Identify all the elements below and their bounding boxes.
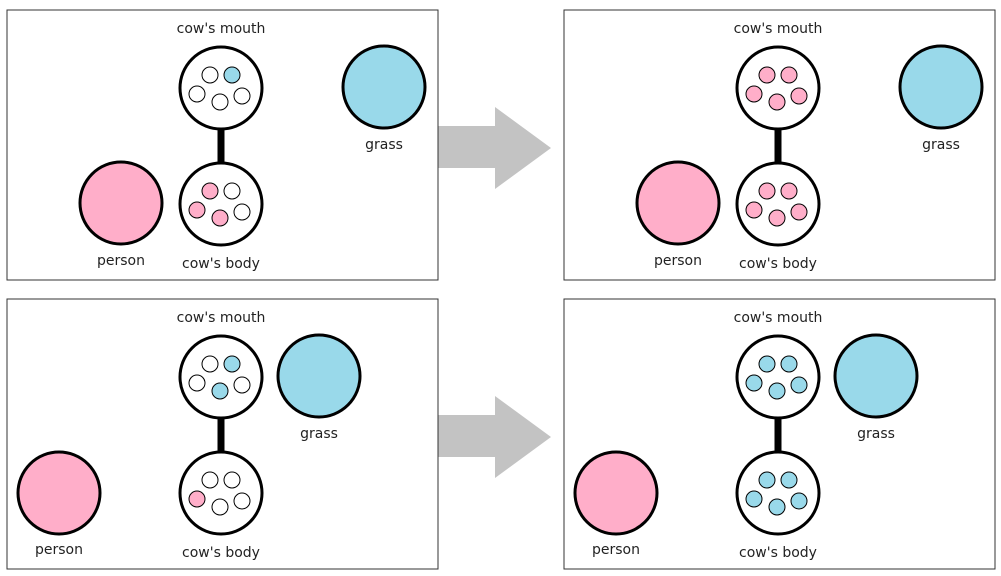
panel-top-before: cow's mouth cow's body grass person [6, 9, 439, 281]
mouth-label: cow's mouth [177, 21, 266, 37]
arrow-bottom [438, 396, 551, 478]
grass-circle [898, 44, 984, 130]
grass-circle [341, 44, 427, 130]
person-label: person [97, 253, 145, 269]
panel-bottom-before: cow's mouth cow's body grass person [6, 298, 439, 570]
person-circle [16, 450, 102, 536]
mouth-dots [188, 355, 251, 400]
grass-circle [276, 333, 362, 419]
person-circle [573, 450, 659, 536]
body-circle [178, 161, 264, 247]
particle-empty [201, 66, 219, 84]
body-label: cow's body [182, 545, 260, 561]
body-dots [188, 471, 251, 516]
mouth-circle [178, 45, 264, 131]
particle-person [790, 87, 808, 105]
particle-grass [768, 382, 786, 400]
particle-grass [790, 492, 808, 510]
body-dots [745, 471, 808, 516]
particle-person [780, 66, 798, 84]
particle-grass [223, 66, 241, 84]
person-label: person [654, 253, 702, 269]
grass-label: grass [300, 426, 338, 442]
mouth-label: cow's mouth [734, 310, 823, 326]
grass-label: grass [365, 137, 403, 153]
particle-person [758, 182, 776, 200]
body-circle [735, 161, 821, 247]
person-label: person [35, 542, 83, 558]
particle-person [768, 93, 786, 111]
particle-person [745, 85, 763, 103]
person-circle [78, 160, 164, 246]
person-circle [635, 160, 721, 246]
grass-label: grass [922, 137, 960, 153]
body-label: cow's body [182, 256, 260, 272]
particle-empty [201, 471, 219, 489]
particle-person [188, 201, 206, 219]
mouth-label: cow's mouth [177, 310, 266, 326]
mouth-circle [178, 334, 264, 420]
panel-top-after: cow's mouth cow's body grass person [563, 9, 996, 281]
particle-grass [768, 498, 786, 516]
body-circle [735, 450, 821, 536]
particle-grass [745, 374, 763, 392]
arrow-top [438, 107, 551, 189]
panel-bottom-after: cow's mouth cow's body grass person [563, 298, 996, 570]
particle-empty [223, 471, 241, 489]
particle-empty [233, 376, 251, 394]
particle-empty [233, 203, 251, 221]
mouth-circle [735, 334, 821, 420]
particle-grass [780, 355, 798, 373]
particle-grass [758, 355, 776, 373]
body-dots [188, 182, 251, 227]
mouth-dots [745, 355, 808, 400]
particle-grass [745, 490, 763, 508]
particle-empty [223, 182, 241, 200]
particle-empty [211, 93, 229, 111]
particle-empty [211, 498, 229, 516]
particle-person [768, 209, 786, 227]
particle-grass [758, 471, 776, 489]
mouth-label: cow's mouth [734, 21, 823, 37]
particle-empty [188, 85, 206, 103]
particle-person [201, 182, 219, 200]
particle-person [211, 209, 229, 227]
particle-grass [223, 355, 241, 373]
mouth-circle [735, 45, 821, 131]
particle-person [188, 490, 206, 508]
mouth-dots [745, 66, 808, 111]
particle-person [758, 66, 776, 84]
grass-circle [833, 333, 919, 419]
particle-empty [201, 355, 219, 373]
particle-empty [233, 492, 251, 510]
body-dots [745, 182, 808, 227]
particle-empty [188, 374, 206, 392]
mouth-dots [188, 66, 251, 111]
particle-person [790, 203, 808, 221]
body-label: cow's body [739, 256, 817, 272]
particle-person [745, 201, 763, 219]
body-circle [178, 450, 264, 536]
grass-label: grass [857, 426, 895, 442]
particle-empty [233, 87, 251, 105]
person-label: person [592, 542, 640, 558]
particle-grass [790, 376, 808, 394]
particle-grass [780, 471, 798, 489]
body-label: cow's body [739, 545, 817, 561]
particle-person [780, 182, 798, 200]
particle-grass [211, 382, 229, 400]
